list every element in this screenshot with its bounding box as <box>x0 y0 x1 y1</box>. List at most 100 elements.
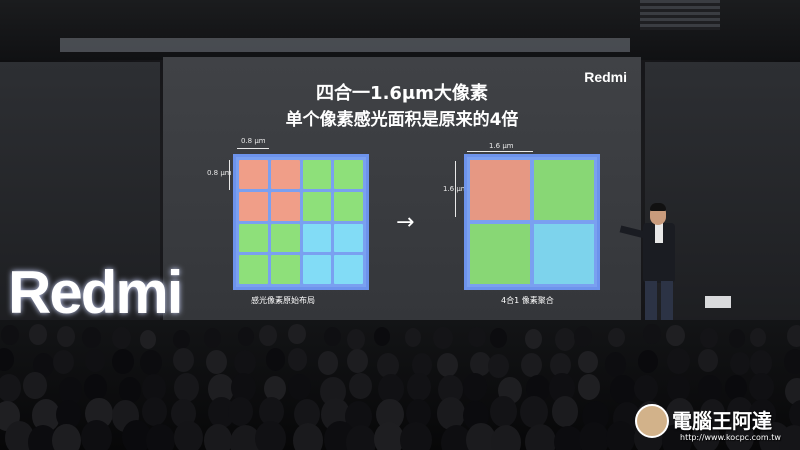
left-width-line <box>237 148 269 149</box>
audience-head <box>788 399 800 429</box>
audience-head <box>468 326 486 348</box>
audience-head <box>141 396 167 426</box>
sub-pixel-orange <box>470 190 500 220</box>
audience-head <box>437 352 459 377</box>
left-width-label: 0.8 μm <box>241 137 266 145</box>
watermark-face-icon <box>635 404 669 438</box>
audience-head <box>554 425 583 450</box>
audience-head <box>203 424 232 450</box>
audience-head <box>293 423 324 450</box>
audience-head <box>604 352 627 377</box>
audience-head <box>490 396 517 427</box>
left-side-screen <box>0 62 160 342</box>
audience-head <box>555 328 576 352</box>
sub-pixel-green <box>534 160 564 190</box>
audience-head <box>490 424 521 450</box>
audience-head <box>607 328 625 348</box>
audience-head <box>52 349 74 374</box>
audience-head <box>700 327 719 348</box>
audience-head <box>139 329 157 349</box>
audience-head <box>404 328 422 347</box>
stage-device <box>705 296 731 308</box>
audience-head <box>787 325 800 347</box>
pixel-cell-green <box>302 191 332 221</box>
audience-head <box>111 327 131 349</box>
sub-pixel-green <box>564 160 594 190</box>
ceiling-truss <box>0 0 800 60</box>
audience-head <box>0 348 15 372</box>
audience-head <box>526 374 551 402</box>
pixel-cell-cyan <box>302 255 332 284</box>
merged-pixel-green <box>470 224 530 284</box>
audience-head <box>346 328 366 350</box>
merged-pixel-green <box>534 160 594 220</box>
right-caption: 4合1 像素聚合 <box>501 296 554 305</box>
audience-head <box>697 374 723 403</box>
lighting-bar <box>60 38 630 52</box>
audience-head <box>406 372 432 401</box>
sub-pixel-orange <box>500 190 530 220</box>
slide-title: 四合一1.6μm大像素 <box>316 83 488 104</box>
audience-head <box>317 351 339 376</box>
audience-head <box>230 372 257 402</box>
audience-head <box>258 324 278 346</box>
left-caption: 感光像素原始布局 <box>251 296 315 305</box>
audience-head <box>140 350 162 376</box>
sub-pixel-green <box>470 224 500 254</box>
audience-head <box>724 374 747 401</box>
sub-pixel-orange <box>500 160 530 190</box>
presentation-slide: Redmi 四合一1.6μm大像素 单个像素感光面积是原来的4倍 0.8 μm … <box>163 57 641 323</box>
audience-head <box>52 424 81 450</box>
audience-head <box>783 348 800 375</box>
redmi-stage-sign: Redmi <box>8 259 183 326</box>
audience-head <box>667 348 690 375</box>
left-height-label: 0.8 μm <box>207 169 232 177</box>
sub-pixel-green <box>500 254 530 284</box>
audience-head <box>666 324 685 346</box>
audience-head <box>373 326 391 346</box>
audience-head <box>173 420 203 450</box>
audience-head <box>255 420 286 450</box>
audience-head <box>347 348 369 373</box>
audience-head <box>400 421 432 450</box>
audience-head <box>233 349 256 375</box>
audience-head <box>349 372 373 400</box>
audience-head <box>785 377 800 406</box>
slide-logo: Redmi <box>584 69 627 85</box>
audience-head <box>574 325 593 347</box>
audience-head <box>489 328 507 349</box>
presenter-hair <box>650 203 666 211</box>
merged-pixel-grid <box>464 154 600 290</box>
left-height-line <box>229 160 230 190</box>
sub-pixel-cyan <box>564 254 594 284</box>
sub-pixel-cyan <box>534 254 564 284</box>
audience-head <box>58 377 83 405</box>
pixel-cell-green <box>302 160 332 189</box>
audience-head <box>643 324 661 344</box>
pixel-cell-orange <box>270 191 300 221</box>
audience-head <box>411 353 433 378</box>
audience-head <box>697 349 718 373</box>
pixel-cell-green <box>270 223 300 253</box>
audience-head <box>778 425 800 450</box>
audience-head <box>172 348 194 373</box>
audience-head <box>85 349 105 372</box>
audience-head <box>749 328 766 347</box>
pixel-cell-green <box>334 160 363 189</box>
audience-head <box>373 421 404 450</box>
audience-head <box>55 399 81 429</box>
pixel-cell-green <box>239 223 268 253</box>
audience-head <box>437 397 466 430</box>
audience-head <box>173 373 199 403</box>
audience-head <box>345 424 377 450</box>
audience-head <box>265 348 285 371</box>
audience-head <box>750 350 773 376</box>
audience-head <box>237 326 255 346</box>
audience-head <box>520 352 543 378</box>
audience-head <box>578 350 598 373</box>
presenter-shirt <box>655 223 663 243</box>
pixel-cell-green <box>334 191 363 221</box>
watermark-text: 電腦王阿達 <box>672 409 772 433</box>
audience-head <box>376 353 399 379</box>
audience-head <box>610 375 636 405</box>
